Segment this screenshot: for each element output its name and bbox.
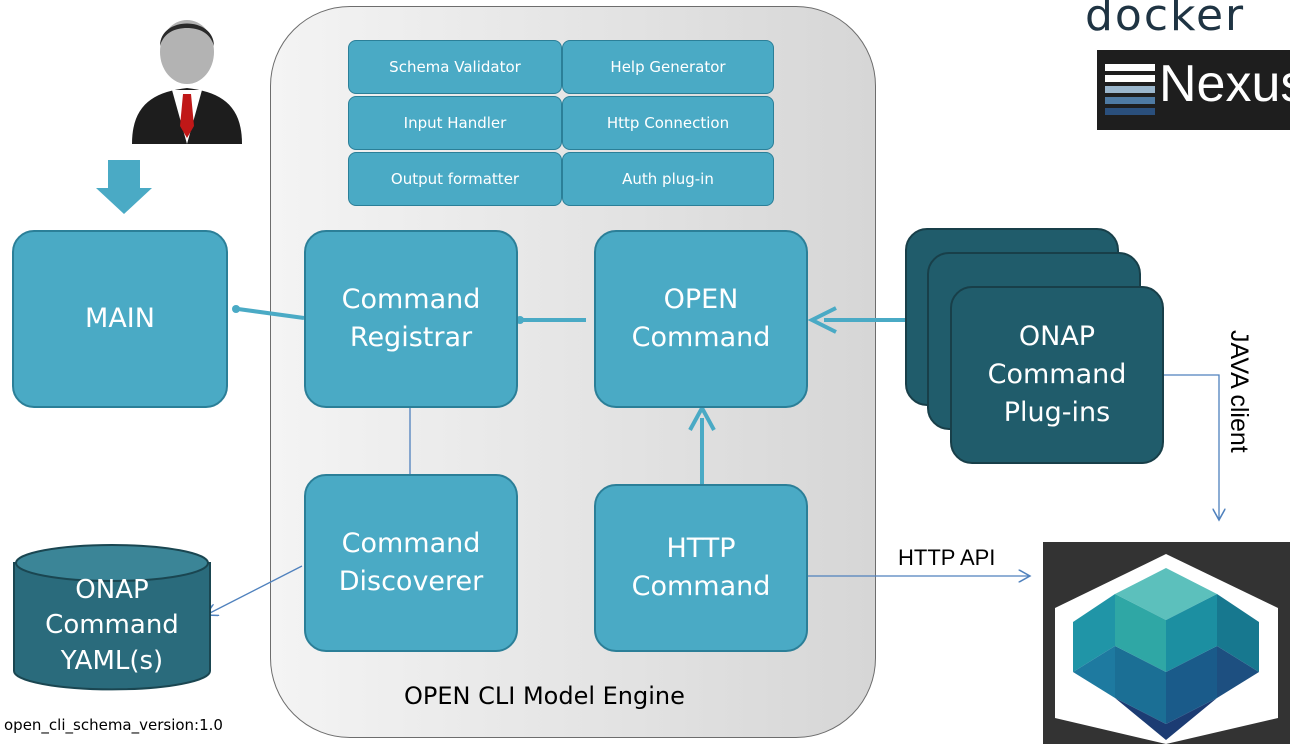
user-to-main-arrow [96, 160, 152, 214]
main-label: MAIN [85, 303, 155, 335]
nexus-logo: Nexus [1097, 50, 1290, 130]
open-command-label-1: OPEN [663, 284, 739, 316]
http-connection-box: Http Connection [562, 96, 774, 150]
command-registrar-node: Command Registrar [304, 230, 518, 408]
discoverer-to-yaml-arrow [206, 565, 303, 615]
yaml-cylinder [13, 544, 211, 691]
nexus-logo-text: Nexus [1159, 55, 1290, 113]
yaml-node: ONAP Command YAML(s) [12, 570, 212, 682]
command-discoverer-label-1: Command [341, 528, 481, 560]
command-discoverer-node: Command Discoverer [304, 474, 518, 652]
java-client-arrow [1162, 374, 1219, 520]
schema-version-label: open_cli_schema_version:1.0 [4, 716, 223, 734]
input-handler-box: Input Handler [348, 96, 562, 150]
help-generator-box: Help Generator [562, 40, 774, 94]
auth-plugin-label: Auth plug-in [622, 170, 714, 188]
open-command-label-2: Command [631, 322, 771, 353]
auth-plugin-box: Auth plug-in [562, 152, 774, 206]
help-generator-label: Help Generator [610, 58, 726, 76]
output-formatter-box: Output formatter [348, 152, 562, 206]
http-command-label-2: Command [631, 571, 771, 602]
plugins-label-1: ONAP [1018, 321, 1096, 353]
schema-validator-label: Schema Validator [389, 58, 521, 76]
command-registrar-label-1: Command [341, 284, 481, 316]
http-command-node: HTTP Command [594, 484, 808, 652]
yaml-label-1: ONAP [75, 575, 149, 606]
docker-logo-text: docker [1085, 0, 1246, 36]
http-connection-label: Http Connection [606, 114, 730, 132]
open-command-node: OPEN Command [594, 230, 808, 408]
java-client-label: JAVA client [1225, 330, 1253, 453]
schema-validator-box: Schema Validator [348, 40, 562, 94]
input-handler-label: Input Handler [403, 114, 507, 132]
docker-logo: docker [1085, 0, 1290, 36]
engine-label: OPEN CLI Model Engine [404, 682, 685, 710]
registrar-to-main-arrow [237, 307, 305, 320]
yaml-label-2: Command [45, 610, 179, 641]
plugins-node: ONAP Command Plug-ins [950, 286, 1164, 464]
output-formatter-label: Output formatter [390, 170, 520, 188]
api-server-logo [1043, 542, 1290, 744]
command-discoverer-label-2: Discoverer [338, 566, 484, 597]
yaml-label-3: YAML(s) [60, 645, 164, 676]
http-command-label-1: HTTP [666, 533, 736, 565]
plugins-label-2: Command [987, 359, 1127, 391]
plugins-label-3: Plug-ins [1003, 396, 1111, 428]
command-registrar-label-2: Registrar [349, 322, 473, 353]
user-icon [132, 20, 242, 144]
main-node: MAIN [12, 230, 228, 408]
http-api-label: HTTP API [898, 545, 996, 570]
